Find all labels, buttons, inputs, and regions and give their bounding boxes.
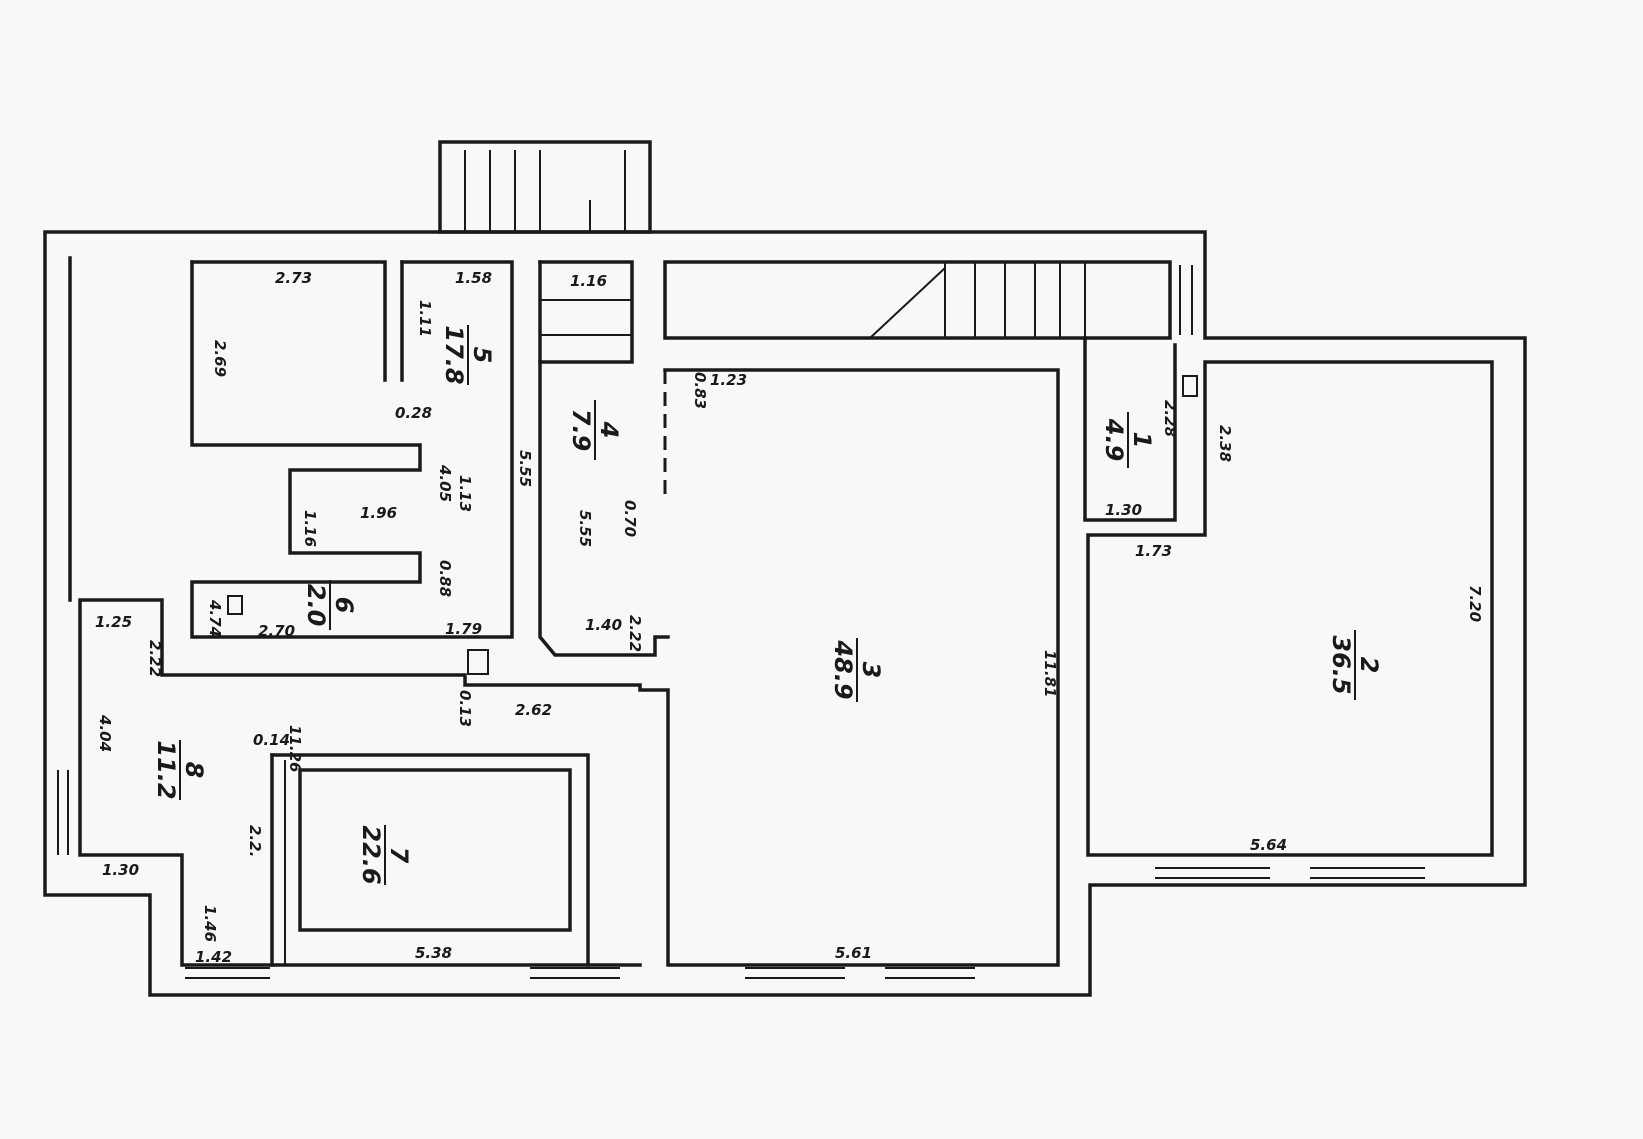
svg-text:5.61: 5.61 xyxy=(835,944,872,962)
svg-text:2.22: 2.22 xyxy=(626,615,644,652)
svg-text:1.46: 1.46 xyxy=(201,905,219,942)
room-7-label: 722.6 xyxy=(357,825,413,885)
svg-text:1.79: 1.79 xyxy=(445,620,482,638)
room-5-label: 517.8 xyxy=(440,325,496,385)
svg-text:1.13: 1.13 xyxy=(456,475,474,512)
svg-text:11.2: 11.2 xyxy=(152,740,180,799)
svg-text:1.11: 1.11 xyxy=(416,300,434,337)
svg-text:0.14: 0.14 xyxy=(253,731,290,749)
svg-text:11.26: 11.26 xyxy=(286,725,304,772)
svg-text:7.9: 7.9 xyxy=(567,409,595,452)
room-4-label: 47.9 xyxy=(567,400,623,460)
svg-text:22.6: 22.6 xyxy=(357,825,385,884)
room-1-label: 14.9 xyxy=(1100,412,1156,468)
svg-text:2.38: 2.38 xyxy=(1216,425,1234,462)
svg-text:2: 2 xyxy=(1355,657,1383,674)
windows xyxy=(57,375,1425,979)
svg-text:0.88: 0.88 xyxy=(436,560,454,597)
svg-text:2.0: 2.0 xyxy=(302,584,330,627)
svg-text:5: 5 xyxy=(468,347,496,364)
entrance-stairs xyxy=(438,140,652,336)
svg-text:5.55: 5.55 xyxy=(516,450,534,487)
svg-text:1.30: 1.30 xyxy=(1105,501,1142,519)
room-2-label: 236.5 xyxy=(1327,630,1383,700)
svg-text:4: 4 xyxy=(595,421,623,439)
svg-text:2.22: 2.22 xyxy=(146,640,164,677)
svg-text:3: 3 xyxy=(857,662,885,679)
svg-text:1.16: 1.16 xyxy=(301,510,319,547)
svg-text:8: 8 xyxy=(180,762,208,779)
room-6-label: 62.0 xyxy=(302,580,358,630)
svg-text:7: 7 xyxy=(385,847,413,864)
interior-stairs xyxy=(869,262,1193,339)
svg-text:2.2.: 2.2. xyxy=(246,825,264,857)
svg-text:5.55: 5.55 xyxy=(576,510,594,547)
svg-text:2.69: 2.69 xyxy=(211,340,229,377)
svg-text:1.96: 1.96 xyxy=(360,504,397,522)
room-8-label: 811.2 xyxy=(152,740,208,800)
svg-text:2.73: 2.73 xyxy=(275,269,312,287)
svg-text:0.70: 0.70 xyxy=(621,500,639,537)
svg-text:11.81: 11.81 xyxy=(1041,650,1059,697)
svg-text:1.73: 1.73 xyxy=(1135,542,1172,560)
svg-text:4.04: 4.04 xyxy=(96,714,114,752)
room-labels: 517.8 47.9 62.0 811.2 722.6 348.9 14.9 2… xyxy=(152,325,1383,885)
svg-text:1.58: 1.58 xyxy=(455,269,492,287)
svg-text:1.40: 1.40 xyxy=(585,616,622,634)
svg-text:2.70: 2.70 xyxy=(258,622,295,640)
svg-text:4.9: 4.9 xyxy=(1100,418,1128,462)
svg-text:5.38: 5.38 xyxy=(415,944,452,962)
svg-text:1: 1 xyxy=(1128,432,1156,449)
svg-text:2.62: 2.62 xyxy=(515,701,552,719)
svg-text:1.25: 1.25 xyxy=(95,613,132,631)
svg-text:1.16: 1.16 xyxy=(570,272,607,290)
svg-text:2.28: 2.28 xyxy=(1161,400,1179,437)
svg-text:17.8: 17.8 xyxy=(440,325,468,384)
svg-text:1.42: 1.42 xyxy=(195,948,232,966)
svg-text:36.5: 36.5 xyxy=(1327,635,1355,694)
svg-text:4.74: 4.74 xyxy=(206,599,224,637)
walls xyxy=(43,230,1527,997)
svg-text:7.20: 7.20 xyxy=(1466,585,1484,622)
room-3-label: 348.9 xyxy=(829,638,885,702)
dimension-labels: 2.73 1.58 2.69 1.11 0.28 1.13 4.05 5.55 … xyxy=(95,269,1484,966)
svg-text:48.9: 48.9 xyxy=(829,639,857,699)
svg-text:4.05: 4.05 xyxy=(436,464,454,502)
svg-text:1.23: 1.23 xyxy=(710,371,747,389)
svg-text:5.64: 5.64 xyxy=(1250,836,1287,854)
svg-text:1.30: 1.30 xyxy=(102,861,139,879)
svg-text:0.28: 0.28 xyxy=(395,404,432,422)
svg-text:0.13: 0.13 xyxy=(456,690,474,727)
svg-text:0.83: 0.83 xyxy=(691,372,709,409)
svg-text:6: 6 xyxy=(330,597,358,614)
